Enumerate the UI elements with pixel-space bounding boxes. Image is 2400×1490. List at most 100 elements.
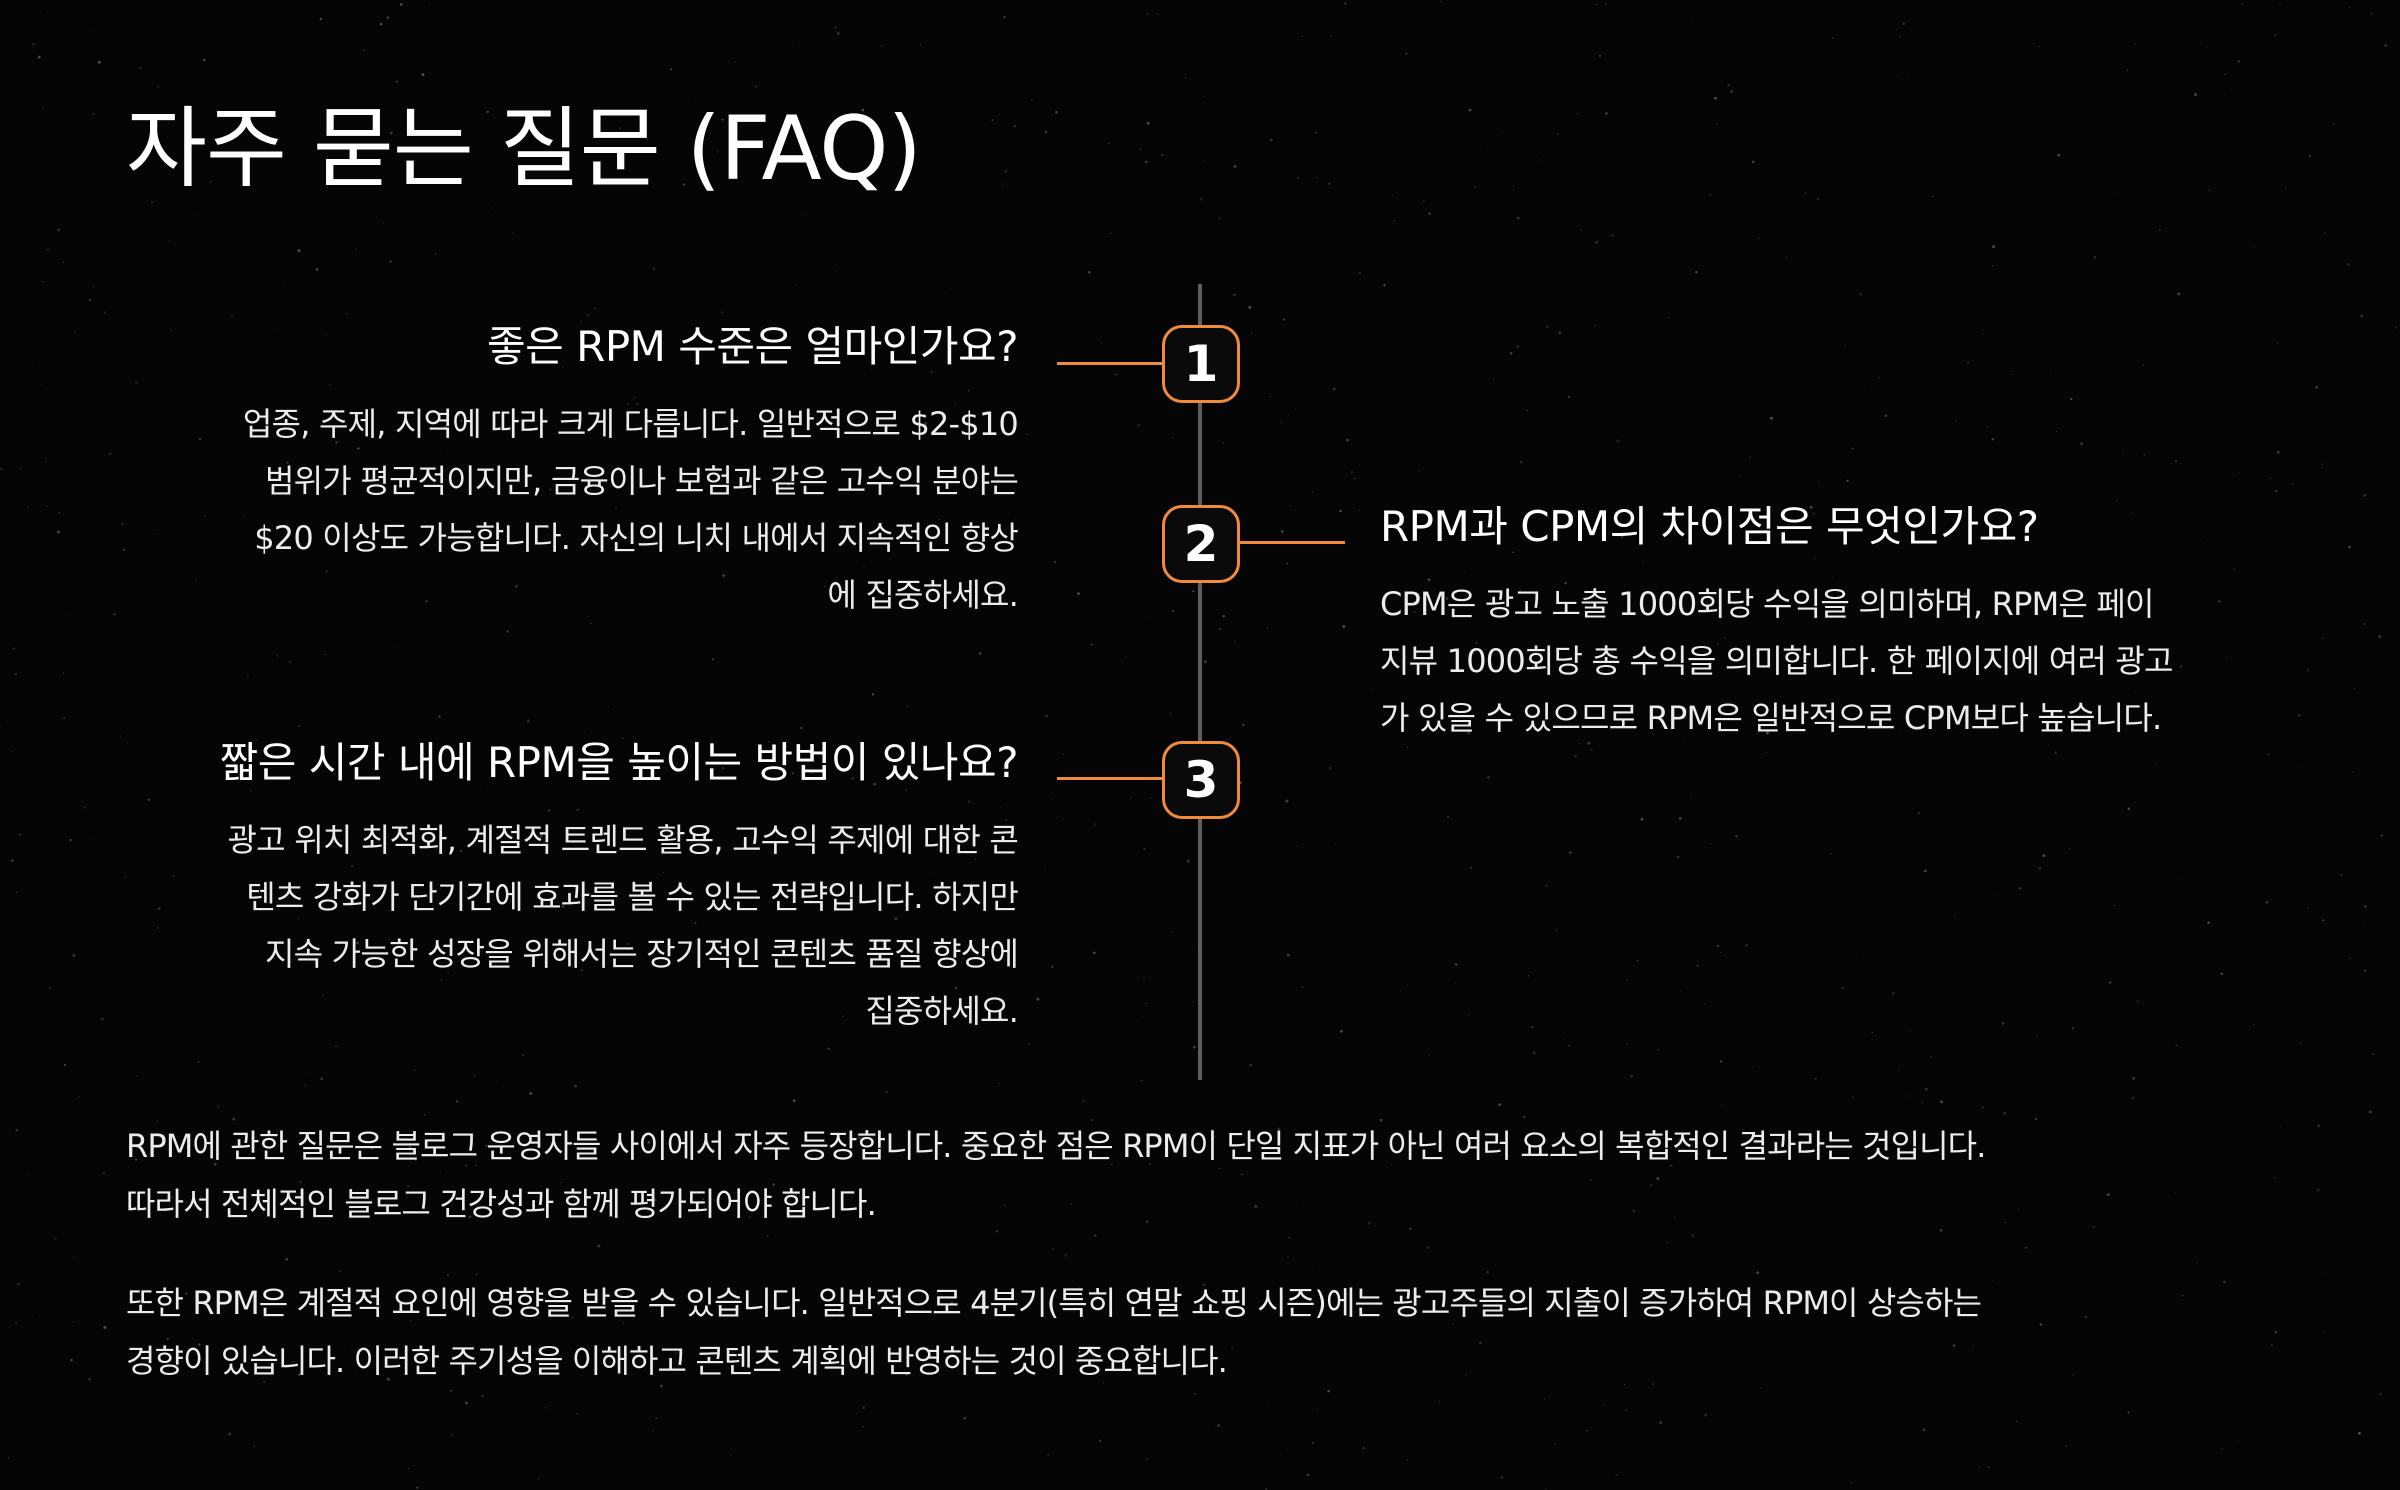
star-speck — [1498, 1103, 1501, 1107]
star-speck — [2302, 766, 2304, 767]
star-speck — [2125, 69, 2129, 72]
star-speck — [1713, 96, 1717, 100]
star-speck — [40, 383, 42, 386]
star-speck — [1574, 755, 1577, 758]
star-speck — [630, 1058, 632, 1060]
star-speck — [2155, 762, 2158, 765]
star-speck — [729, 1454, 732, 1457]
star-speck — [594, 719, 596, 721]
star-speck — [2267, 753, 2270, 756]
star-speck — [881, 44, 883, 47]
star-speck — [1546, 325, 1549, 328]
star-speck — [1063, 818, 1064, 820]
star-speck — [2057, 153, 2061, 157]
star-speck — [1031, 99, 1033, 101]
star-speck — [792, 1099, 796, 1103]
star-speck — [1192, 590, 1195, 593]
star-speck — [1590, 748, 1593, 751]
star-speck — [2202, 543, 2204, 545]
star-speck — [1568, 1044, 1571, 1047]
star-speck — [963, 1417, 966, 1420]
star-speck — [345, 312, 348, 315]
star-speck — [1094, 1234, 1097, 1237]
star-speck — [2056, 430, 2058, 432]
star-speck — [1832, 37, 1834, 39]
star-speck — [2127, 1411, 2130, 1414]
star-speck — [1100, 342, 1103, 344]
star-speck — [1391, 194, 1394, 196]
star-speck — [16, 288, 18, 290]
star-speck — [1109, 232, 1112, 235]
star-speck — [1856, 955, 1858, 957]
star-speck — [1285, 562, 1288, 565]
star-speck — [1222, 614, 1225, 618]
star-speck — [42, 107, 44, 109]
star-speck — [2348, 957, 2351, 960]
star-speck — [103, 1325, 107, 1329]
star-speck — [861, 1425, 864, 1428]
star-speck — [283, 282, 286, 284]
star-speck — [1051, 792, 1053, 794]
star-speck — [108, 452, 112, 456]
star-speck — [1954, 419, 1957, 422]
star-speck — [1312, 1268, 1314, 1270]
star-speck — [1248, 305, 1252, 309]
star-speck — [404, 55, 406, 57]
star-speck — [298, 724, 301, 727]
star-speck — [2363, 622, 2366, 626]
star-speck — [1440, 0, 1442, 2]
star-speck — [1218, 216, 1221, 220]
star-speck — [2265, 901, 2269, 904]
star-speck — [1986, 425, 1988, 428]
star-speck — [119, 735, 122, 738]
star-speck — [88, 1377, 91, 1381]
star-speck — [276, 654, 279, 657]
star-speck — [1286, 1449, 1288, 1451]
faq-answer-1: 업종, 주제, 지역에 따라 크게 다릅니다. 일반적으로 $2-$10 범위가… — [243, 396, 1019, 624]
star-speck — [1509, 351, 1513, 355]
star-speck — [1315, 131, 1318, 134]
star-speck — [2158, 229, 2161, 232]
star-speck — [2308, 155, 2311, 158]
star-speck — [1841, 987, 1844, 990]
star-speck — [1334, 844, 1336, 846]
star-speck — [2177, 292, 2181, 296]
star-speck — [31, 365, 33, 367]
star-speck — [1659, 1421, 1663, 1424]
star-speck — [63, 716, 66, 720]
star-speck — [711, 658, 714, 661]
star-speck — [628, 1399, 630, 1401]
paragraph-line: 경향이 있습니다. 이러한 주기성을 이해하고 콘텐츠 계획에 반영하는 것이 … — [126, 1342, 1228, 1380]
star-speck — [2273, 1177, 2276, 1180]
star-speck — [1981, 1106, 1984, 1109]
star-speck — [66, 614, 68, 616]
star-speck — [652, 267, 656, 271]
star-speck — [1441, 867, 1443, 870]
star-speck — [1082, 1100, 1085, 1102]
star-speck — [2238, 471, 2240, 474]
star-speck — [2332, 122, 2336, 125]
star-speck — [1496, 127, 1499, 130]
star-speck — [1362, 1446, 1366, 1450]
star-speck — [1921, 1101, 1924, 1104]
star-speck — [288, 660, 292, 664]
star-speck — [139, 66, 142, 69]
star-speck — [2275, 489, 2278, 493]
star-speck — [285, 1258, 288, 1261]
star-speck — [2003, 1112, 2006, 1115]
star-speck — [124, 875, 128, 879]
star-speck — [734, 60, 736, 63]
star-speck — [136, 298, 139, 300]
star-speck — [2316, 1188, 2320, 1192]
star-speck — [1991, 437, 1995, 441]
body-paragraph-2: 또한 RPM은 계절적 요인에 영향을 받을 수 있습니다. 일반적으로 4분기… — [126, 1274, 1982, 1390]
star-speck — [2333, 489, 2334, 491]
star-speck — [2224, 657, 2228, 661]
star-speck — [1233, 164, 1237, 168]
star-speck — [32, 43, 35, 46]
star-speck — [1953, 914, 1956, 917]
star-speck — [147, 798, 151, 801]
star-speck — [1851, 1096, 1854, 1099]
star-speck — [2039, 1323, 2043, 1326]
star-speck — [1287, 414, 1290, 417]
